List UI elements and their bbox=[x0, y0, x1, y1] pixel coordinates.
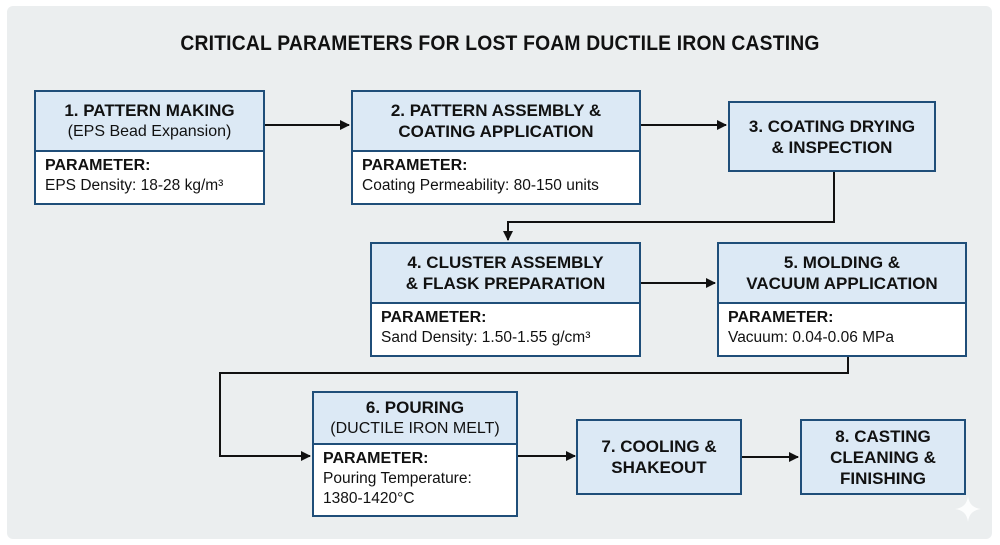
step-8-title-line3: FINISHING bbox=[840, 468, 926, 488]
step-5-parameter: PARAMETER: Vacuum: 0.04-0.06 MPa bbox=[719, 304, 965, 355]
diagram-title: CRITICAL PARAMETERS FOR LOST FOAM DUCTIL… bbox=[180, 32, 820, 55]
step-3-title-line1: 3. COATING DRYING bbox=[748, 116, 916, 136]
step-5-title-line1: 5. MOLDING & bbox=[783, 253, 901, 272]
step-2-param-value: Coating Permeability: 80-150 units bbox=[362, 177, 599, 194]
sparkle-icon bbox=[955, 496, 981, 522]
step-5-param-value: Vacuum: 0.04-0.06 MPa bbox=[728, 329, 894, 346]
step-6-param-value-line2: 1380-1420°C bbox=[323, 490, 415, 507]
step-4-header: 4. CLUSTER ASSEMBLY & FLASK PREPARATION bbox=[372, 244, 639, 304]
step-2-header: 2. PATTERN ASSEMBLY & COATING APPLICATIO… bbox=[353, 92, 639, 152]
step-1-param-value: EPS Density: 18-28 kg/m³ bbox=[45, 177, 224, 194]
step-7-cooling-shakeout: 7. COOLING & SHAKEOUT bbox=[576, 419, 742, 495]
step-5-param-label: PARAMETER: bbox=[728, 309, 834, 326]
arrow-5-6 bbox=[219, 357, 849, 461]
step-6-header: 6. POURING (DUCTILE IRON MELT) bbox=[314, 393, 516, 445]
step-6-parameter: PARAMETER: Pouring Temperature: 1380-142… bbox=[314, 445, 516, 515]
step-1-header: 1. PATTERN MAKING (EPS Bead Expansion) bbox=[36, 92, 263, 152]
step-4-title-line1: 4. CLUSTER ASSEMBLY bbox=[407, 253, 604, 272]
step-6-pouring: 6. POURING (DUCTILE IRON MELT) PARAMETER… bbox=[312, 391, 518, 517]
step-4-param-value: Sand Density: 1.50-1.55 g/cm³ bbox=[381, 329, 591, 346]
step-2-param-label: PARAMETER: bbox=[362, 157, 468, 174]
step-2-title-line2: COATING APPLICATION bbox=[398, 122, 594, 141]
step-7-header: 7. COOLING & SHAKEOUT bbox=[578, 421, 740, 493]
step-2-title-line1: 2. PATTERN ASSEMBLY & bbox=[390, 101, 602, 120]
step-4-param-label: PARAMETER: bbox=[381, 309, 487, 326]
step-6-subtitle: (DUCTILE IRON MELT) bbox=[330, 420, 500, 437]
step-8-title-line1: 8. CASTING bbox=[835, 426, 931, 446]
step-4-cluster-assembly: 4. CLUSTER ASSEMBLY & FLASK PREPARATION … bbox=[370, 242, 641, 357]
step-8-header: 8. CASTING CLEANING & FINISHING bbox=[802, 421, 964, 493]
step-1-subtitle: (EPS Bead Expansion) bbox=[67, 123, 232, 140]
step-5-title-line2: VACUUM APPLICATION bbox=[746, 274, 938, 293]
step-4-title-line2: & FLASK PREPARATION bbox=[405, 274, 606, 293]
step-5-molding-vacuum: 5. MOLDING & VACUUM APPLICATION PARAMETE… bbox=[717, 242, 967, 357]
step-6-title: 6. POURING bbox=[365, 398, 465, 417]
step-1-title: 1. PATTERN MAKING bbox=[64, 101, 235, 120]
step-7-title-line2: SHAKEOUT bbox=[611, 458, 707, 477]
step-5-header: 5. MOLDING & VACUUM APPLICATION bbox=[719, 244, 965, 304]
step-8-casting-cleaning: 8. CASTING CLEANING & FINISHING bbox=[800, 419, 966, 495]
step-6-param-label: PARAMETER: bbox=[323, 450, 429, 467]
step-1-pattern-making: 1. PATTERN MAKING (EPS Bead Expansion) P… bbox=[34, 90, 265, 205]
step-3-title-line2: & INSPECTION bbox=[771, 137, 893, 157]
step-1-param-label: PARAMETER: bbox=[45, 157, 151, 174]
step-3-coating-drying: 3. COATING DRYING & INSPECTION bbox=[728, 101, 936, 172]
arrow-3-4 bbox=[503, 172, 835, 241]
step-6-param-value-line1: Pouring Temperature: bbox=[323, 470, 472, 487]
step-2-pattern-assembly: 2. PATTERN ASSEMBLY & COATING APPLICATIO… bbox=[351, 90, 641, 205]
step-7-title-line1: 7. COOLING & bbox=[601, 437, 717, 456]
step-2-parameter: PARAMETER: Coating Permeability: 80-150 … bbox=[353, 152, 639, 203]
step-3-header: 3. COATING DRYING & INSPECTION bbox=[730, 103, 934, 170]
step-8-title-line2: CLEANING & bbox=[830, 447, 936, 467]
step-4-parameter: PARAMETER: Sand Density: 1.50-1.55 g/cm³ bbox=[372, 304, 639, 355]
step-1-parameter: PARAMETER: EPS Density: 18-28 kg/m³ bbox=[36, 152, 263, 203]
